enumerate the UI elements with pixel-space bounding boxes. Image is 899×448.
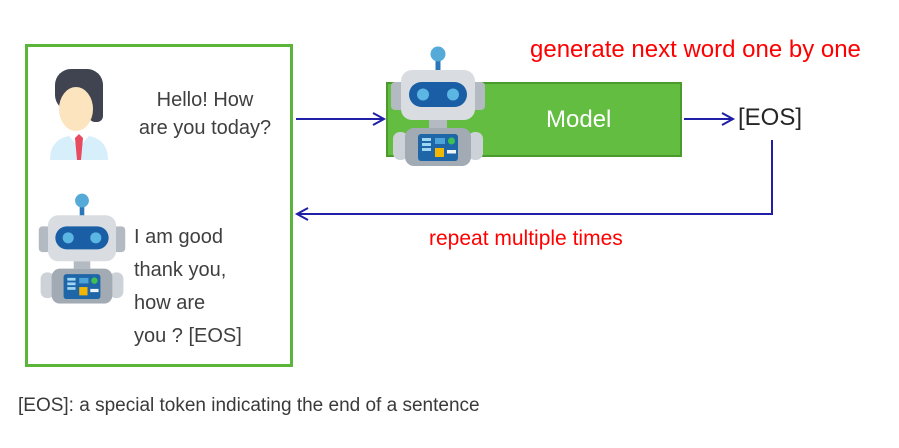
robot-icon [388, 44, 488, 166]
input-arrow [296, 112, 387, 126]
output-arrow [684, 112, 736, 126]
model-label: Model [546, 106, 612, 133]
output-token: [EOS] [738, 104, 803, 131]
user-avatar-icon [50, 69, 108, 160]
annotation-generate: generate next word one by one [530, 36, 861, 63]
eos-caption: [EOS]: a special token indicating the en… [18, 395, 480, 416]
bot-message: I am good thank you, how are you ? [EOS] [134, 226, 242, 347]
user-message: Hello! How are you today? [138, 89, 272, 139]
robot-icon [36, 190, 128, 305]
annotation-repeat: repeat multiple times [429, 227, 623, 250]
